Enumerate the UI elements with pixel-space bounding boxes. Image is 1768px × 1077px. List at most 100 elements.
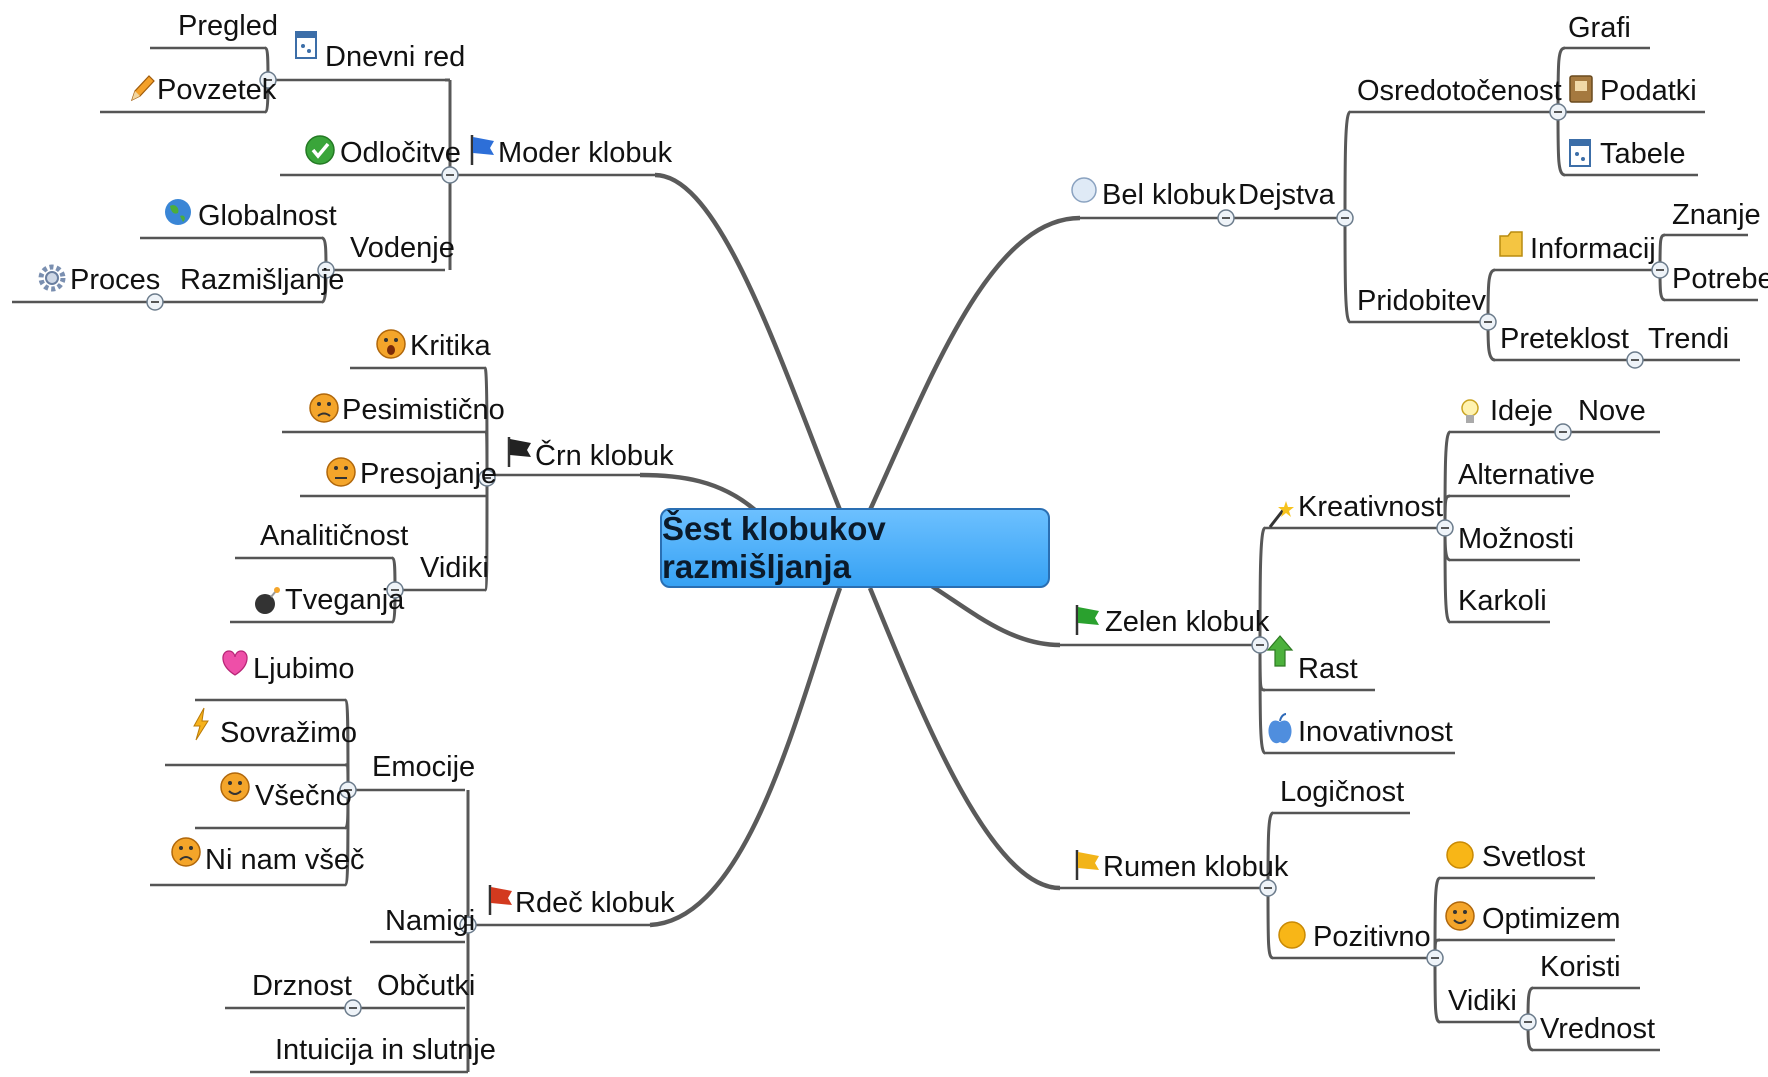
frown-face-icon xyxy=(171,837,201,867)
white-circle-icon xyxy=(1071,177,1097,203)
collapse-button-vidiki-rumen[interactable] xyxy=(1519,1013,1537,1031)
node-vodenje[interactable]: Vodenje xyxy=(350,232,455,264)
collapse-button-preteklost[interactable] xyxy=(1626,351,1644,369)
node-crn-klobuk[interactable]: Črn klobuk xyxy=(535,438,674,472)
bomb-icon xyxy=(255,587,280,614)
node-nove[interactable]: Nove xyxy=(1578,395,1646,427)
green-flag-icon xyxy=(1075,605,1099,635)
book-icon xyxy=(1569,75,1593,103)
checkmark-icon xyxy=(305,135,335,165)
node-drznost[interactable]: Drznost xyxy=(252,970,352,1002)
collapse-button-obcutki[interactable] xyxy=(344,999,362,1017)
node-rdec-klobuk[interactable]: Rdeč klobuk xyxy=(515,887,675,919)
node-pesimisticno[interactable]: Pesimistično xyxy=(342,394,505,426)
node-odlocitve[interactable]: Odločitve xyxy=(340,137,461,169)
collapse-button-rdec-klobuk[interactable] xyxy=(459,916,477,934)
node-osredotocenost[interactable]: Osredotočenost xyxy=(1357,75,1562,107)
node-globalnost[interactable]: Globalnost xyxy=(198,200,337,232)
gear-icon xyxy=(38,264,66,292)
node-ljubimo[interactable]: Ljubimo xyxy=(253,653,355,685)
node-rumen-klobuk[interactable]: Rumen klobuk xyxy=(1103,851,1289,883)
node-ni-nam-vsec[interactable]: Ni nam všeč xyxy=(205,844,365,876)
node-pregled[interactable]: Pregled xyxy=(178,10,278,42)
node-informacij[interactable]: Informacij xyxy=(1530,233,1656,265)
node-potrebe[interactable]: Potrebe xyxy=(1672,263,1768,295)
node-kreativnost[interactable]: Kreativnost xyxy=(1298,491,1443,523)
node-grafi[interactable]: Grafi xyxy=(1568,12,1631,44)
node-presojanje[interactable]: Presojanje xyxy=(360,458,497,490)
node-proces[interactable]: Proces xyxy=(70,264,160,296)
collapse-button-moder-klobuk[interactable] xyxy=(441,166,459,184)
red-flag-icon xyxy=(488,885,512,915)
folder-icon xyxy=(1499,231,1523,257)
yellow-circle-icon xyxy=(1278,921,1306,949)
node-dnevni-red[interactable]: Dnevni red xyxy=(325,41,465,73)
node-emocije[interactable]: Emocije xyxy=(372,751,475,783)
node-alternative[interactable]: Alternative xyxy=(1458,459,1595,491)
collapse-button-kreativnost[interactable] xyxy=(1436,519,1454,537)
node-trendi[interactable]: Trendi xyxy=(1648,323,1729,355)
central-topic[interactable]: Šest klobukov razmišljanja xyxy=(660,508,1050,588)
yellow-circle-icon xyxy=(1446,841,1474,869)
central-topic-label: Šest klobukov razmišljanja xyxy=(662,510,886,585)
node-znanje[interactable]: Znanje xyxy=(1672,199,1761,231)
node-dejstva[interactable]: Dejstva xyxy=(1238,179,1336,211)
node-tabele[interactable]: Tabele xyxy=(1600,138,1685,170)
node-intuicija[interactable]: Intuicija in slutnje xyxy=(275,1034,496,1066)
node-vrednost[interactable]: Vrednost xyxy=(1540,1013,1655,1045)
main-branches xyxy=(639,172,1081,928)
node-analiticnost[interactable]: Analitičnost xyxy=(260,520,408,552)
collapse-button-dejstva[interactable] xyxy=(1336,209,1354,227)
node-optimizem[interactable]: Optimizem xyxy=(1482,903,1621,935)
collapse-button-crn-klobuk[interactable] xyxy=(478,469,496,487)
yellow-flag-icon xyxy=(1075,850,1099,880)
node-podatki[interactable]: Podatki xyxy=(1600,75,1697,107)
collapse-button-pridobitev[interactable] xyxy=(1479,313,1497,331)
collapse-button-osredotocenost[interactable] xyxy=(1549,103,1567,121)
collapse-button-ideje[interactable] xyxy=(1554,423,1572,441)
node-rast[interactable]: Rast xyxy=(1298,653,1358,685)
node-svetlost[interactable]: Svetlost xyxy=(1482,841,1585,873)
collapse-button-bel-klobuk[interactable] xyxy=(1217,209,1235,227)
node-povzetek[interactable]: Povzetek xyxy=(157,74,277,106)
collapse-button-vodenje[interactable] xyxy=(317,261,335,279)
node-ideje[interactable]: Ideje xyxy=(1490,395,1553,427)
node-inovativnost[interactable]: Inovativnost xyxy=(1298,716,1453,748)
document-icon xyxy=(1569,139,1591,167)
node-moder-klobuk[interactable]: Moder klobuk xyxy=(498,137,673,169)
node-pridobitev[interactable]: Pridobitev xyxy=(1357,285,1486,317)
collapse-button-informacij[interactable] xyxy=(1651,261,1669,279)
collapse-button-pozitivno[interactable] xyxy=(1426,949,1444,967)
collapse-button-rumen-klobuk[interactable] xyxy=(1259,879,1277,897)
node-tveganja[interactable]: Tveganja xyxy=(285,584,405,616)
node-preteklost[interactable]: Preteklost xyxy=(1500,323,1629,355)
black-flag-icon xyxy=(507,437,531,467)
node-karkoli[interactable]: Karkoli xyxy=(1458,585,1547,617)
sad-face-icon xyxy=(309,393,339,423)
icons xyxy=(38,31,1593,949)
collapse-button-vidiki-crn[interactable] xyxy=(386,581,404,599)
node-namigi[interactable]: Namigi xyxy=(385,905,475,937)
collapse-button-zelen-klobuk[interactable] xyxy=(1251,636,1269,654)
collapse-button-dnevni-red[interactable] xyxy=(259,71,277,89)
node-moznosti[interactable]: Možnosti xyxy=(1458,523,1574,555)
node-logicnost[interactable]: Logičnost xyxy=(1280,776,1404,808)
node-obcutki[interactable]: Občutki xyxy=(377,970,475,1002)
node-vidiki-rumen[interactable]: Vidiki xyxy=(1448,985,1517,1017)
collapse-button-razmisljanje[interactable] xyxy=(146,293,164,311)
node-bel-klobuk[interactable]: Bel klobuk xyxy=(1102,179,1236,211)
node-vsecno[interactable]: Všečno xyxy=(255,780,352,812)
blue-flag-icon xyxy=(470,135,494,165)
node-sovrazimo[interactable]: Sovražimo xyxy=(220,717,357,749)
collapse-button-emocije[interactable] xyxy=(339,781,357,799)
apple-icon xyxy=(1268,713,1292,744)
neutral-face-icon xyxy=(326,457,356,487)
smiley-face-icon xyxy=(1445,901,1475,931)
node-razmisljanje[interactable]: Razmišljanje xyxy=(180,264,344,296)
node-kritika[interactable]: Kritika xyxy=(410,330,491,362)
node-vidiki-crn[interactable]: Vidiki xyxy=(420,552,489,584)
collapse-buttons xyxy=(146,71,1669,1031)
node-zelen-klobuk[interactable]: Zelen klobuk xyxy=(1105,606,1270,638)
node-pozitivno[interactable]: Pozitivno xyxy=(1313,921,1431,953)
node-koristi[interactable]: Koristi xyxy=(1540,951,1621,983)
